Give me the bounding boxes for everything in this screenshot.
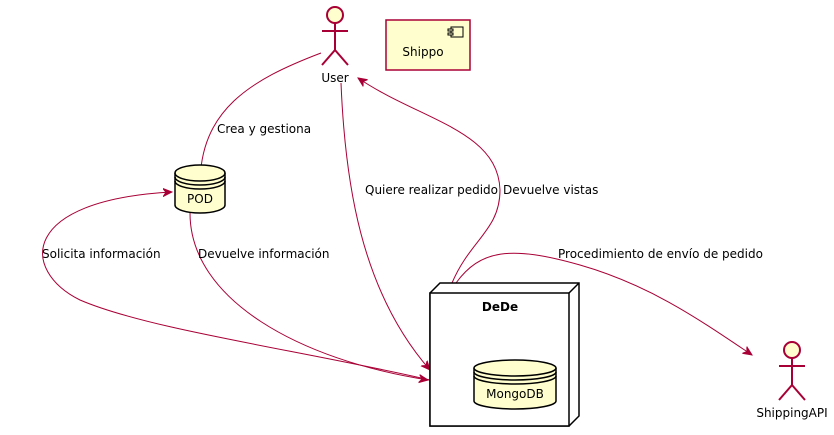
database-pod-label: POD	[187, 192, 213, 206]
actor-user-label: User	[321, 71, 348, 85]
edge-user-to-dede	[340, 82, 430, 370]
edge-label-dede-pod: Solicita información	[42, 247, 161, 261]
database-mongodb-label: MongoDB	[486, 387, 544, 401]
database-pod: POD	[174, 164, 226, 214]
edge-dede-to-pod	[42, 192, 431, 381]
edge-label-dede-user: Devuelve vistas	[503, 183, 598, 197]
component-shippo: Shippo	[385, 19, 471, 71]
edge-user-to-pod	[200, 52, 322, 185]
edge-label-user-pod: Crea y gestiona	[217, 122, 311, 136]
edge-label-pod-dede: Devuelve información	[198, 247, 330, 261]
actor-shippingapi: ShippingAPI	[756, 341, 828, 420]
database-icon	[174, 164, 226, 214]
database-icon	[473, 359, 557, 410]
edge-dede-to-user	[358, 78, 501, 284]
edge-label-user-dede: Quiere realizar pedido	[365, 183, 498, 197]
edge-label-dede-shippingapi: Procedimiento de envío de pedido	[558, 247, 763, 261]
component-icon	[447, 26, 464, 38]
node-dede-label: DeDe	[482, 300, 518, 314]
edge-pod-to-dede	[189, 212, 428, 380]
actor-shippingapi-label: ShippingAPI	[756, 406, 827, 420]
actor-user: User	[321, 6, 349, 85]
component-shippo-label: Shippo	[402, 45, 443, 59]
actor-icon	[321, 6, 349, 66]
database-mongodb: MongoDB	[473, 359, 557, 410]
actor-icon	[778, 341, 806, 401]
edge-dede-to-shippingapi	[455, 252, 752, 355]
